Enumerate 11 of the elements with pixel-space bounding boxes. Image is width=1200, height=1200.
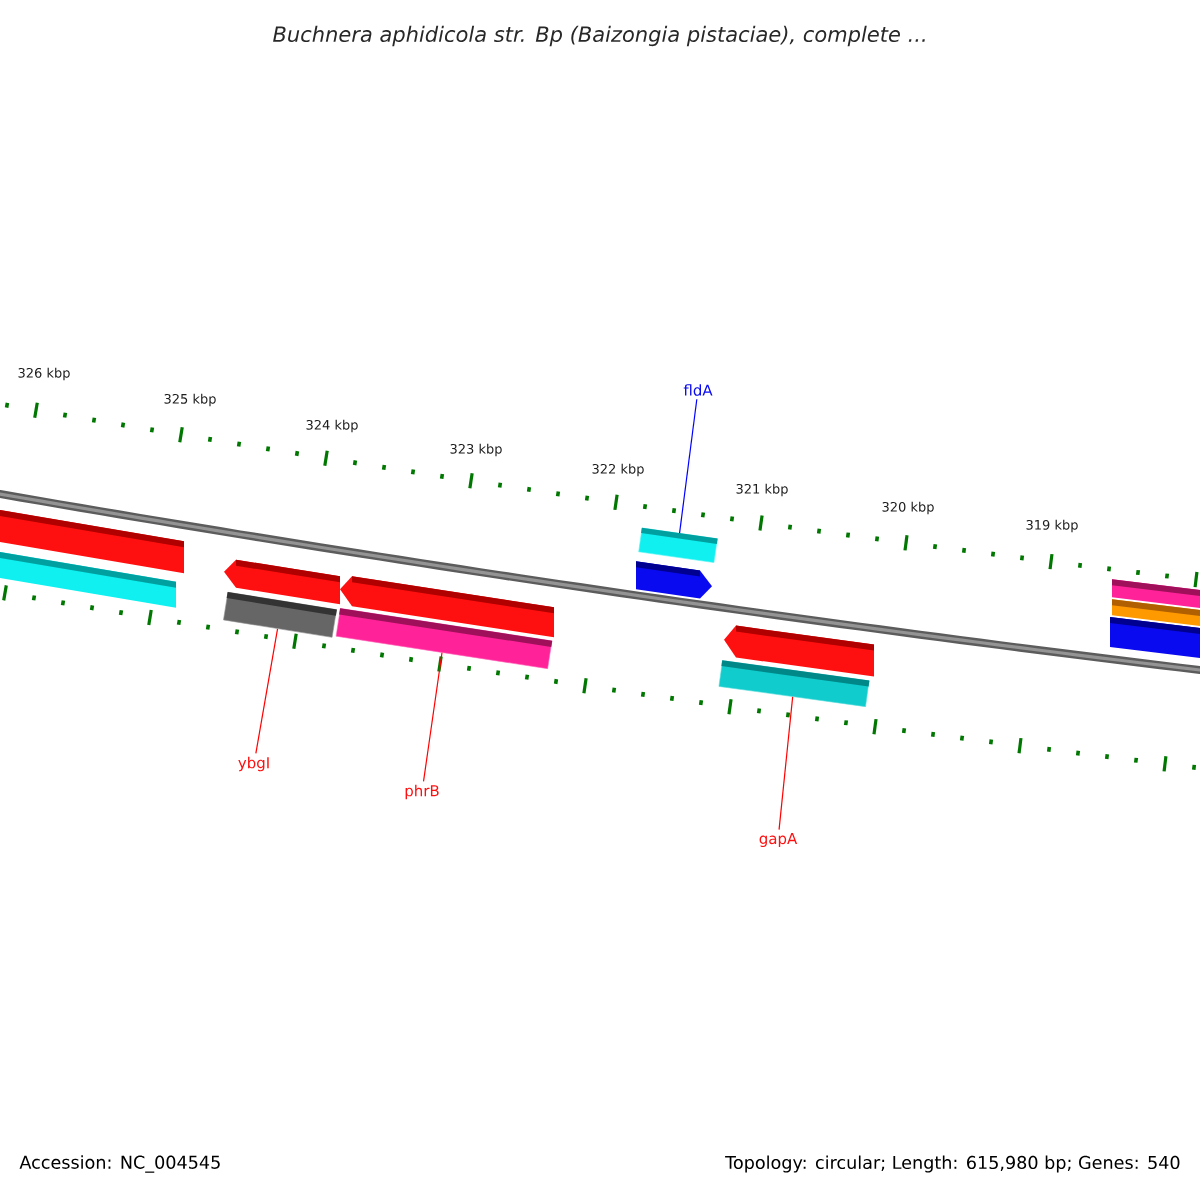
accession-text: Accession: NC_004545 — [19, 1155, 220, 1173]
leader-line — [255, 628, 279, 754]
leader-line — [422, 652, 443, 782]
gene-bar — [718, 660, 870, 707]
genome-stats-text: Topology: circular; Length: 615,980 bp; Genes: 540 — [725, 1155, 1180, 1173]
leader-line — [778, 696, 794, 831]
gene-bar — [638, 527, 718, 563]
gene-bar — [335, 608, 553, 669]
gene-bar — [223, 591, 337, 638]
leader-line — [679, 398, 698, 534]
title: Buchnera aphidicola str. Bp (Baizongia pistaciae), complete ... — [273, 25, 925, 47]
